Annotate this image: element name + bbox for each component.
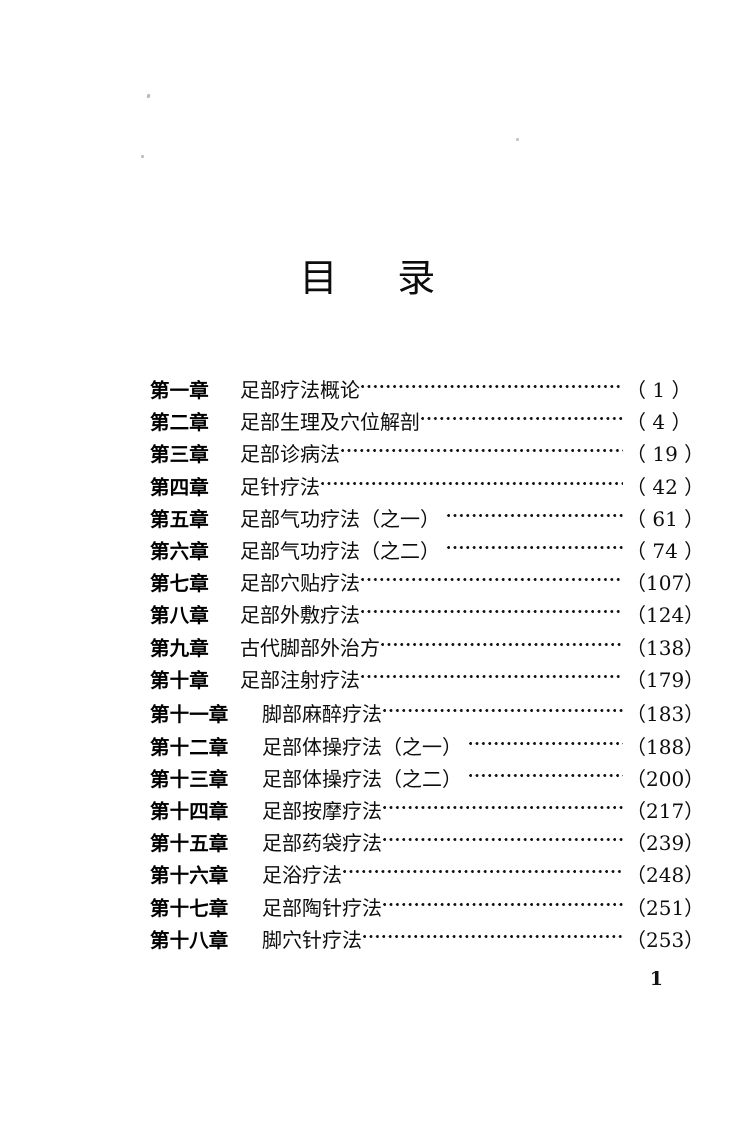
toc-chapter-title: 足部疗法概论 xyxy=(240,378,360,402)
toc-page-number: （ 42 ） xyxy=(626,474,705,499)
page-number: 1 xyxy=(649,968,663,990)
toc-chapter-label: 第一章 xyxy=(150,379,209,402)
toc-chapter-label: 第五章 xyxy=(150,507,209,531)
toc-page-number: （183） xyxy=(626,702,705,727)
toc-chapter-label: 第八章 xyxy=(150,604,209,628)
toc-entry[interactable]: 第十四章 足部按摩疗法 （217） xyxy=(150,795,705,827)
toc-chapter-title: 足部外敷疗法 xyxy=(240,603,360,628)
toc-page-number: （188） xyxy=(626,734,705,759)
page-title: 目 录 xyxy=(299,256,438,301)
toc-chapter-title: 足部体操疗法（之二） xyxy=(262,766,462,791)
toc-entry[interactable]: 第二章 足部生理及穴位解剖 （ 4 ） xyxy=(150,406,692,438)
dot-leader xyxy=(361,666,623,684)
scan-speckle xyxy=(141,155,144,158)
toc-chapter-label: 第十六章 xyxy=(150,864,229,888)
dot-leader xyxy=(381,634,623,652)
toc-entry[interactable]: 第十一章 脚部麻醉疗法 （183） xyxy=(150,698,705,730)
toc-chapter-label: 第十章 xyxy=(150,668,209,692)
dot-leader xyxy=(383,700,623,718)
toc-chapter-label: 第十七章 xyxy=(150,896,229,920)
toc-page-number: （251） xyxy=(626,895,705,920)
toc-page-number: （138） xyxy=(626,635,705,660)
dot-leader xyxy=(363,926,623,944)
toc-chapter-title: 足部气功疗法（之二） xyxy=(240,538,440,563)
toc-entry[interactable]: 第九章 古代脚部外治方 （138） xyxy=(150,632,705,664)
toc-entry[interactable]: 第四章 足针疗法 （ 42 ） xyxy=(150,471,705,503)
toc-chapter-title: 足浴疗法 xyxy=(262,863,342,888)
toc-page-number: （ 61 ） xyxy=(626,506,705,531)
toc-page-number: （217） xyxy=(626,798,705,823)
dot-leader xyxy=(343,861,623,879)
dot-leader xyxy=(321,473,623,491)
toc-entry[interactable]: 第三章 足部诊病法 （ 19 ） xyxy=(150,438,705,470)
toc-entry[interactable]: 第十章 足部注射疗法 （179） xyxy=(150,664,705,696)
toc-page-number: （124） xyxy=(626,603,705,628)
toc-page-number: （200） xyxy=(626,766,705,791)
dot-leader xyxy=(383,894,623,912)
toc-chapter-title: 足部生理及穴位解剖 xyxy=(240,410,420,435)
toc-chapter-label: 第四章 xyxy=(150,475,209,499)
toc-entry[interactable]: 第十五章 足部药袋疗法 （239） xyxy=(150,827,705,859)
toc-chapter-title: 足部穴贴疗法 xyxy=(240,571,360,596)
toc-chapter-title: 古代脚部外治方 xyxy=(240,635,380,660)
toc-chapter-label: 第十二章 xyxy=(150,735,229,759)
toc-chapter-title: 足部诊病法 xyxy=(240,442,340,467)
toc-entry[interactable]: 第十三章 足部体操疗法（之二） （200） xyxy=(150,763,705,795)
dot-leader xyxy=(361,569,623,587)
toc-chapter-label: 第十五章 xyxy=(150,832,229,856)
scan-speckle xyxy=(516,138,519,141)
toc-chapter-title: 脚穴针疗法 xyxy=(262,927,362,952)
dot-leader xyxy=(341,440,623,458)
toc-entry[interactable]: 第十八章 脚穴针疗法 （253） xyxy=(150,924,705,956)
toc-chapter-label: 第三章 xyxy=(150,443,209,467)
toc-chapter-label: 第七章 xyxy=(150,572,209,596)
dot-leader xyxy=(469,733,623,751)
table-of-contents: 第一章 足部疗法概论 （ 1 ） 第二章 足部生理及穴位解剖 （ 4 ） 第三章 足部诊病法 （… xyxy=(150,374,705,956)
toc-page-number: （248） xyxy=(626,863,705,888)
toc-entry[interactable]: 第七章 足部穴贴疗法 （107） xyxy=(150,567,705,599)
toc-page-number: （179） xyxy=(626,667,705,692)
toc-entry[interactable]: 第八章 足部外敷疗法 （124） xyxy=(150,599,705,631)
dot-leader xyxy=(383,797,623,815)
dot-leader xyxy=(361,601,623,619)
toc-chapter-label: 第六章 xyxy=(150,539,209,563)
toc-entry[interactable]: 第十六章 足浴疗法 （248） xyxy=(150,859,705,891)
dot-leader xyxy=(421,408,623,426)
toc-chapter-title: 足部注射疗法 xyxy=(240,667,360,692)
toc-chapter-title: 足部陶针疗法 xyxy=(262,895,382,920)
toc-chapter-title: 足部气功疗法（之一） xyxy=(240,506,440,531)
toc-entry[interactable]: 第五章 足部气功疗法（之一） （ 61 ） xyxy=(150,503,705,535)
toc-page-number: （239） xyxy=(626,831,705,856)
toc-page-number: （253） xyxy=(626,927,705,952)
dot-leader xyxy=(469,765,623,783)
dot-leader xyxy=(361,376,623,394)
toc-entry[interactable]: 第六章 足部气功疗法（之二） （ 74 ） xyxy=(150,535,705,567)
toc-page-number: （ 4 ） xyxy=(626,410,692,435)
toc-page-number: （107） xyxy=(626,571,705,596)
toc-page-number: （ 74 ） xyxy=(626,538,705,563)
toc-chapter-title: 脚部麻醉疗法 xyxy=(262,702,382,727)
toc-chapter-title: 足针疗法 xyxy=(240,474,320,499)
toc-chapter-title: 足部体操疗法（之一） xyxy=(262,734,462,759)
toc-chapter-label: 第十一章 xyxy=(150,703,229,727)
toc-page-number: （ 1 ） xyxy=(626,378,692,402)
dot-leader xyxy=(447,537,623,555)
toc-entry[interactable]: 第十二章 足部体操疗法（之一） （188） xyxy=(150,731,705,763)
dot-leader xyxy=(383,829,623,847)
toc-chapter-label: 第十八章 xyxy=(150,928,229,952)
toc-entry[interactable]: 第十七章 足部陶针疗法 （251） xyxy=(150,892,705,924)
toc-chapter-title: 足部药袋疗法 xyxy=(262,831,382,856)
toc-chapter-label: 第十四章 xyxy=(150,799,229,823)
toc-chapter-title: 足部按摩疗法 xyxy=(262,798,382,823)
toc-entry[interactable]: 第一章 足部疗法概论 （ 1 ） xyxy=(150,374,692,406)
toc-page-number: （ 19 ） xyxy=(626,442,705,467)
scan-speckle xyxy=(146,93,151,99)
toc-chapter-label: 第十三章 xyxy=(150,767,229,791)
toc-chapter-label: 第二章 xyxy=(150,411,209,435)
dot-leader xyxy=(447,505,623,523)
toc-chapter-label: 第九章 xyxy=(150,636,209,660)
